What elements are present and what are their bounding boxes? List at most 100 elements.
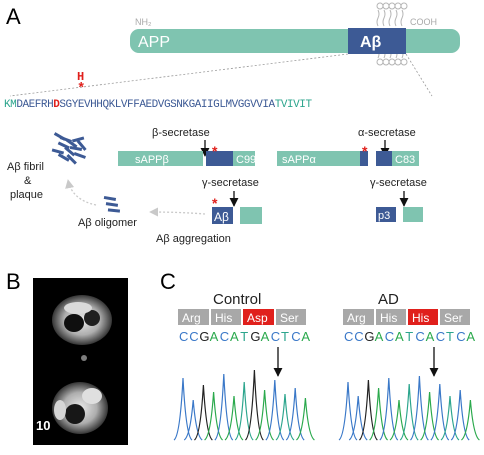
nh2-terminus-label: NH₂: [135, 17, 152, 27]
control-peak-10: [265, 379, 285, 441]
ad-base-11: T: [446, 329, 454, 344]
c83-tail: [392, 151, 419, 166]
fibril-label-line1: Aβ fibril: [7, 161, 44, 173]
sappa-label: sAPPα: [282, 154, 317, 166]
control-codon-2: His: [215, 311, 232, 325]
abeta-aggregation-label: Aβ aggregation: [156, 233, 231, 245]
sappa-mutation-star: *: [362, 143, 368, 159]
control-base-10: C: [271, 329, 280, 344]
ad-peak-3: [358, 379, 378, 441]
ad-peak-13: [460, 399, 480, 441]
sappb-fragment: [118, 151, 203, 166]
ad-peak-8: [409, 375, 429, 441]
control-base-8: G: [250, 329, 260, 344]
control-title: Control: [213, 291, 261, 308]
c83-label: C83: [395, 154, 415, 166]
control-peak-7: [234, 381, 254, 441]
amino-acid-sequence: KMDAEFRHDSGYEVHHQKLVFFAEDVGSNKGAIIGLMVGG…: [4, 99, 312, 111]
control-codon-box-3: [243, 309, 274, 325]
app-label: APP: [138, 34, 170, 51]
ad-title: AD: [378, 291, 399, 308]
fibril-label-line2: &: [24, 175, 32, 187]
control-peak-2: [183, 399, 203, 441]
ad-peak-6: [389, 399, 409, 441]
control-peak-6: [224, 395, 244, 441]
control-base-5: C: [220, 329, 229, 344]
ad-peak-7: [399, 383, 419, 441]
control-codon-box-4: [276, 309, 306, 325]
mutation-letter: H: [77, 70, 84, 84]
control-peak-13: [295, 397, 315, 441]
ad-peak-2: [348, 395, 368, 441]
ad-peak-1: [338, 381, 358, 441]
control-base-13: A: [301, 329, 310, 344]
control-base-6: A: [230, 329, 239, 344]
ad-codon-2: His: [380, 311, 397, 325]
beta-secretase-label: β-secretase: [152, 127, 210, 139]
alpha-secretase-label: α-secretase: [358, 127, 416, 139]
control-base-3: G: [199, 329, 209, 344]
aggregation-arrow: [149, 207, 206, 217]
sappb-label: sAPPβ: [135, 154, 169, 166]
abeta-oligomer-label: Aβ oligomer: [78, 217, 137, 229]
ad-peak-10: [430, 383, 450, 441]
ad-codon-1: Arg: [347, 311, 366, 325]
sappa-fragment: [277, 151, 360, 166]
abeta-oligomer-icon: [103, 195, 121, 213]
ad-base-1: C: [344, 329, 353, 344]
c99-label: C99: [236, 154, 256, 166]
control-peak-8: [244, 369, 264, 441]
ad-base-9: A: [426, 329, 435, 344]
control-base-11: T: [281, 329, 289, 344]
ad-codon-3: His: [412, 311, 429, 325]
control-codon-box-2: [211, 309, 241, 325]
control-base-12: C: [291, 329, 300, 344]
ad-base-2: C: [354, 329, 363, 344]
control-peak-4: [204, 391, 224, 441]
pet-brain-scan: 10: [33, 278, 128, 445]
control-chromatogram-trace: [173, 369, 315, 441]
control-codon-1: Arg: [182, 311, 201, 325]
abeta-mutation-star: *: [212, 195, 218, 211]
p3-fragment: [376, 207, 396, 222]
ad-codons: Arg His His Ser: [343, 309, 470, 325]
cooh-terminus-label: COOH: [410, 17, 437, 27]
ad-base-13: A: [466, 329, 475, 344]
abeta-fragment: [212, 207, 233, 224]
ad-base-5: C: [385, 329, 394, 344]
ad-base-4: A: [375, 329, 384, 344]
ad-chromatogram-trace: [338, 375, 480, 441]
control-peak-9: [255, 389, 275, 441]
gamma-secretase-label-2: γ-secretase: [370, 177, 427, 189]
app-protein-bar: [130, 29, 460, 53]
p3-label: p3: [378, 210, 390, 222]
ad-peak-4: [369, 387, 389, 441]
gamma-secretase-label-1: γ-secretase: [202, 177, 259, 189]
control-codon-3: Asp: [247, 311, 268, 325]
scan-number-label: 10: [36, 418, 50, 433]
mutation-star: *: [77, 81, 85, 97]
ad-base-7: T: [405, 329, 413, 344]
ad-codon-box-3: [408, 309, 438, 325]
ad-base-10: C: [436, 329, 445, 344]
aicd-fragment-1: [240, 207, 262, 224]
ad-peak-9: [420, 391, 440, 441]
panel-b-label: B: [6, 269, 21, 294]
panel-a-label: A: [6, 4, 21, 29]
ad-base-12: C: [456, 329, 465, 344]
abeta-fragment-label: Aβ: [214, 210, 229, 224]
ad-peak-11: [440, 395, 460, 441]
control-base-4: A: [210, 329, 219, 344]
control-peak-3: [193, 384, 213, 441]
fibril-formation-arrow: [65, 179, 97, 206]
control-peak-12: [285, 387, 305, 441]
abeta-domain-label: Aβ: [360, 34, 382, 51]
control-peak-11: [275, 393, 295, 441]
zoom-line-left: [9, 53, 349, 97]
control-codon-4: Ser: [280, 311, 299, 325]
control-base-2: C: [189, 329, 198, 344]
control-codon-box-1: [178, 309, 209, 325]
sappa-abeta-part: [360, 151, 368, 166]
